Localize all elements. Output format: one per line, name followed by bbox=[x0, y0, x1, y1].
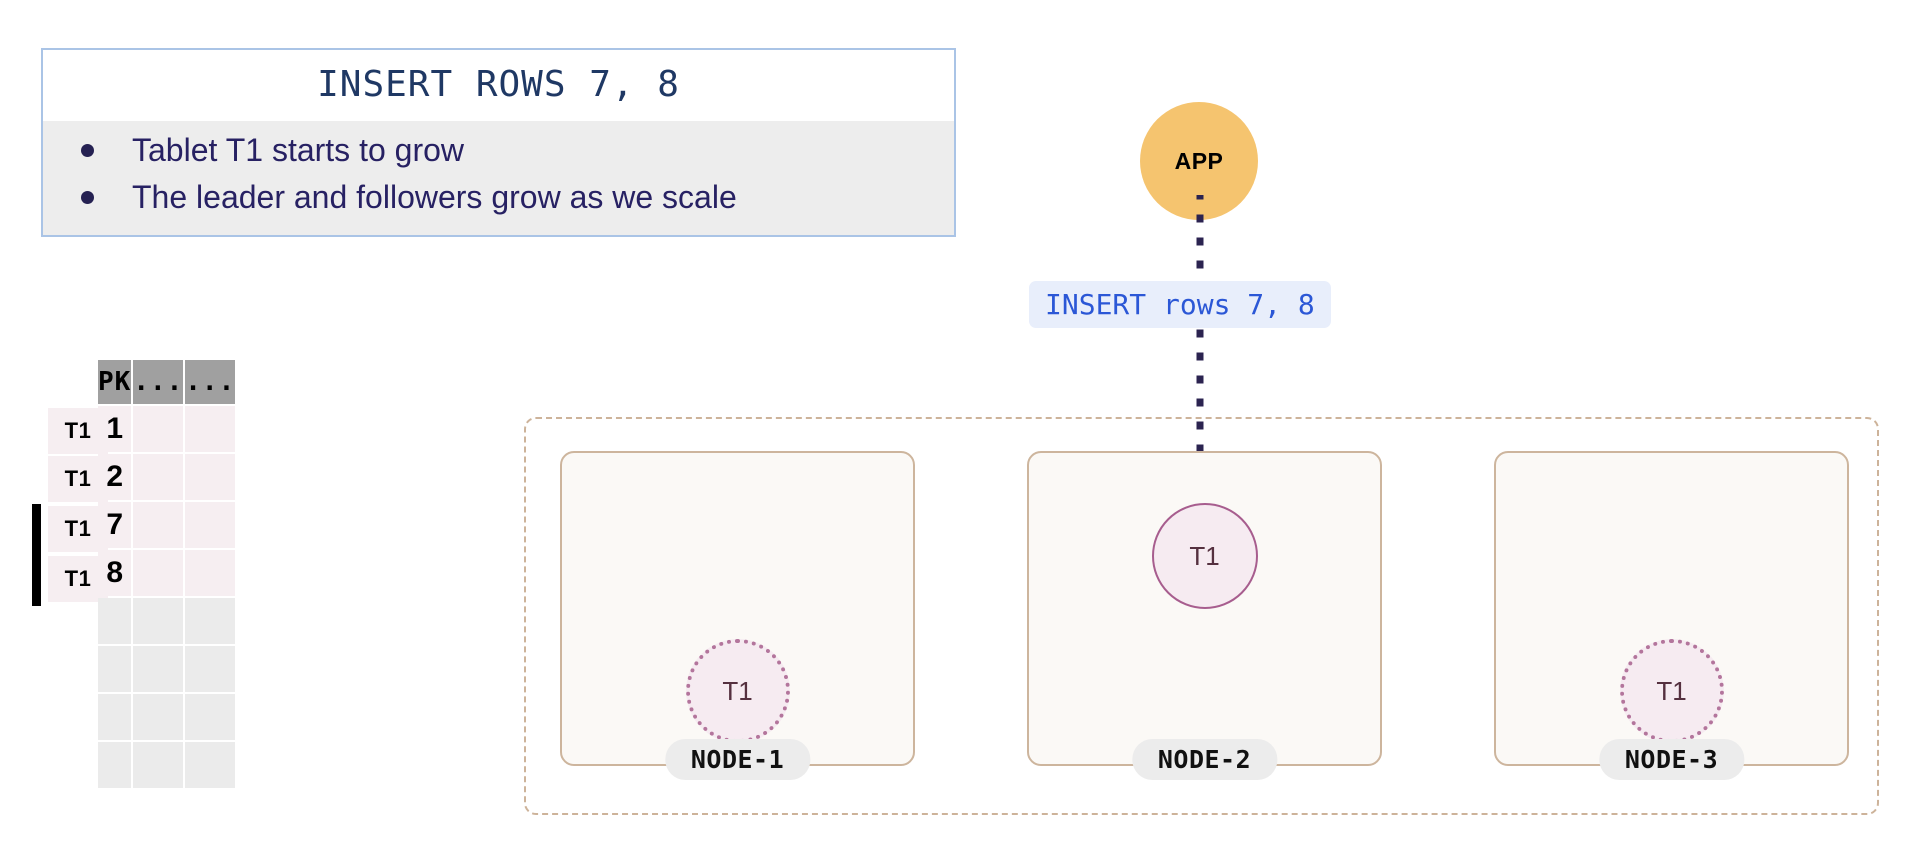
cell-empty bbox=[98, 742, 132, 788]
table-header-row: PK ... ... bbox=[98, 360, 236, 404]
cell-empty bbox=[133, 598, 184, 644]
row-highlight-marker bbox=[32, 554, 41, 606]
column-header-pk: PK bbox=[98, 360, 132, 404]
tablet-label: T1 bbox=[1656, 675, 1687, 706]
cell-empty bbox=[185, 694, 236, 740]
node-label: NODE-2 bbox=[1131, 739, 1278, 780]
cell-empty bbox=[98, 598, 132, 644]
cell-blank bbox=[185, 550, 236, 596]
callout-box: INSERT ROWS 7, 8 Tablet T1 starts to gro… bbox=[41, 48, 956, 237]
cell-pk: 8 bbox=[98, 550, 132, 596]
cell-empty bbox=[98, 694, 132, 740]
data-table: PK ... ... 1 2 7 8 bbox=[96, 358, 237, 790]
cell-blank bbox=[133, 550, 184, 596]
query-label: INSERT rows 7, 8 bbox=[1029, 281, 1331, 328]
cell-blank bbox=[133, 454, 184, 500]
cell-empty bbox=[133, 646, 184, 692]
table-row-empty bbox=[98, 742, 236, 788]
app-node-label: APP bbox=[1174, 147, 1224, 174]
cell-blank bbox=[185, 406, 236, 452]
table-row: 1 bbox=[98, 406, 236, 452]
tablet-label: T1 bbox=[1189, 540, 1220, 571]
cluster-boundary: T1 NODE-1 T1 NODE-2 T1 NODE-3 bbox=[524, 417, 1879, 815]
cell-empty bbox=[133, 694, 184, 740]
list-item: The leader and followers grow as we scal… bbox=[43, 174, 954, 221]
cell-blank bbox=[133, 406, 184, 452]
table-row-empty bbox=[98, 646, 236, 692]
row-highlight-marker bbox=[32, 504, 41, 556]
table-row: 2 bbox=[98, 454, 236, 500]
cell-empty bbox=[185, 598, 236, 644]
tablet-leader: T1 bbox=[1151, 503, 1258, 609]
cell-blank bbox=[133, 502, 184, 548]
tablet-follower: T1 bbox=[685, 639, 790, 743]
node-box-3: T1 NODE-3 bbox=[1494, 451, 1849, 780]
cell-empty bbox=[98, 646, 132, 692]
list-item: Tablet T1 starts to grow bbox=[43, 127, 954, 174]
bullet-dot-icon bbox=[81, 190, 94, 204]
app-node: APP bbox=[1140, 102, 1258, 220]
bullet-label: Tablet T1 starts to grow bbox=[132, 132, 464, 168]
cell-empty bbox=[185, 742, 236, 788]
table-row-empty bbox=[98, 598, 236, 644]
node-label: NODE-1 bbox=[664, 739, 811, 780]
column-header-ellipsis-1: ... bbox=[133, 360, 184, 404]
cluster-nodes: T1 NODE-1 T1 NODE-2 T1 NODE-3 bbox=[526, 419, 1877, 813]
column-header-ellipsis-2: ... bbox=[185, 360, 236, 404]
table-row: 8 bbox=[98, 550, 236, 596]
cell-blank bbox=[185, 502, 236, 548]
table-row-empty bbox=[98, 694, 236, 740]
cell-pk: 2 bbox=[98, 454, 132, 500]
cell-blank bbox=[185, 454, 236, 500]
bullet-label: The leader and followers grow as we scal… bbox=[132, 178, 737, 215]
node-box-1: T1 NODE-1 bbox=[560, 451, 915, 780]
cell-empty bbox=[133, 742, 184, 788]
table-row: 7 bbox=[98, 502, 236, 548]
tablet-label: T1 bbox=[722, 675, 753, 706]
cell-pk: 1 bbox=[98, 406, 132, 452]
cell-empty bbox=[185, 646, 236, 692]
tablet-follower: T1 bbox=[1619, 639, 1724, 743]
node-label: NODE-3 bbox=[1598, 739, 1745, 780]
cell-pk: 7 bbox=[98, 502, 132, 548]
page-title: INSERT ROWS 7, 8 bbox=[43, 50, 954, 121]
bullet-dot-icon bbox=[81, 143, 94, 157]
callout-bullet-list: Tablet T1 starts to grow The leader and … bbox=[43, 121, 954, 235]
node-box-2: T1 NODE-2 bbox=[1027, 451, 1382, 780]
